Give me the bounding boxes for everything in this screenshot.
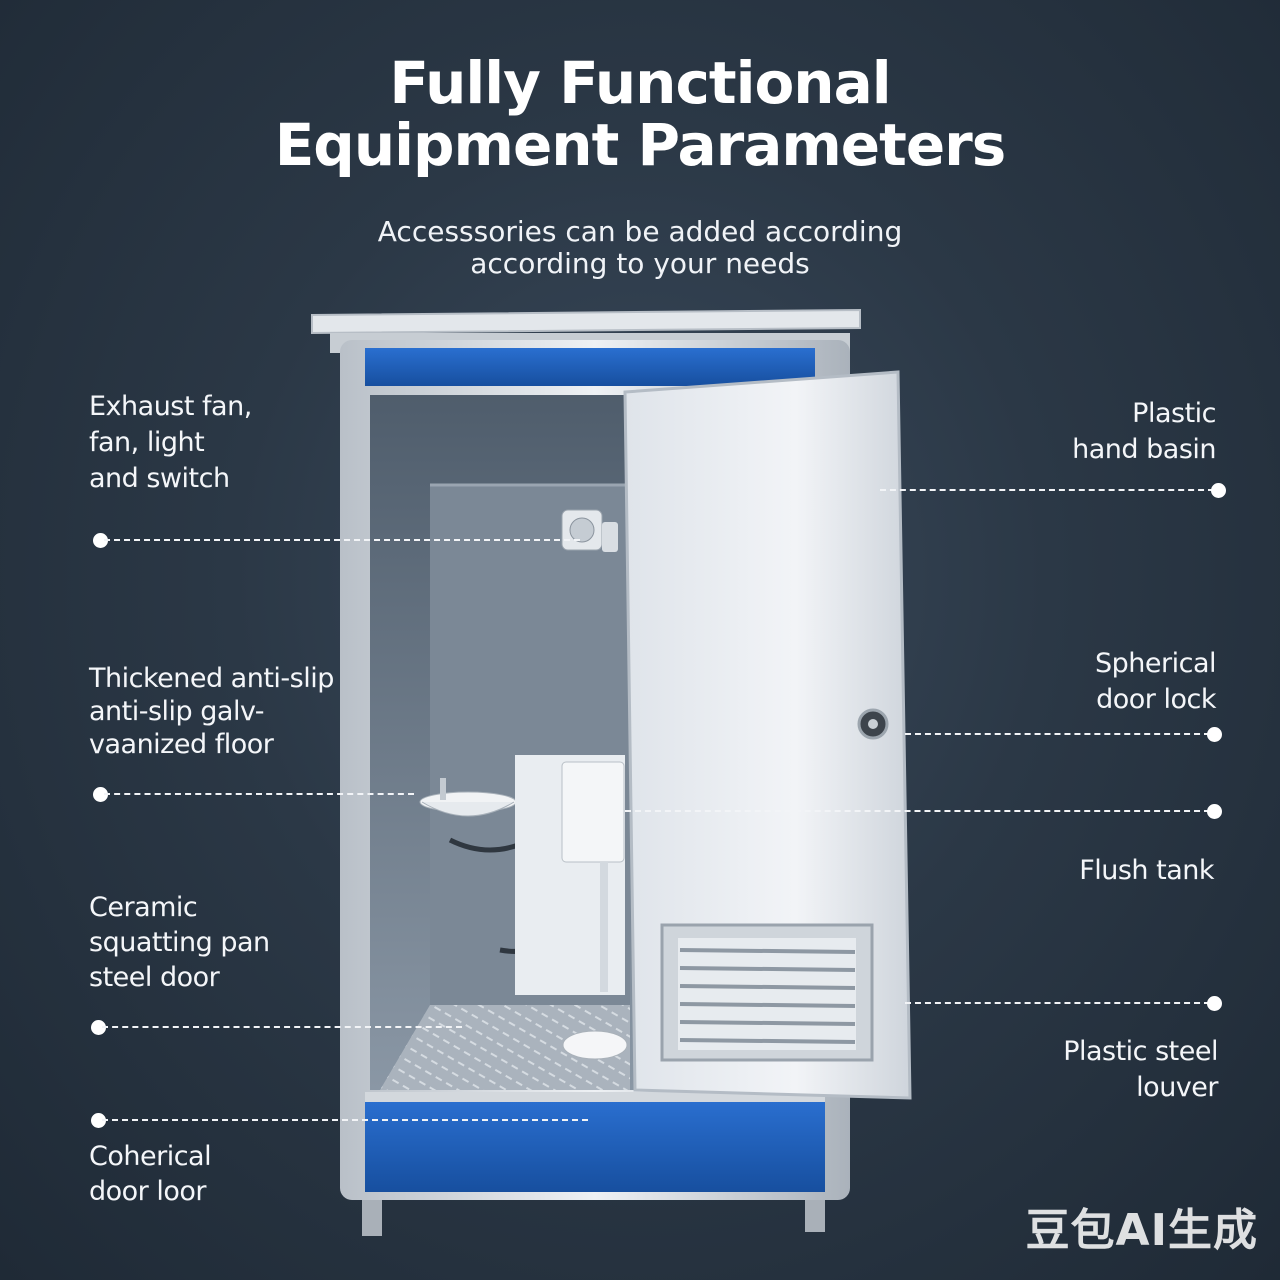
callout-line bbox=[102, 1119, 588, 1121]
label-line: fan, light bbox=[89, 427, 205, 458]
subtitle-line-1: Accesssories can be added according bbox=[377, 215, 903, 248]
callout-dot bbox=[92, 786, 108, 802]
label-line: door lock bbox=[1096, 684, 1216, 715]
label-line: steel door bbox=[89, 962, 220, 993]
portable-toilet-illustration bbox=[311, 308, 912, 1236]
label-line: and switch bbox=[89, 463, 230, 494]
callout-dot bbox=[90, 1112, 106, 1128]
label-line: Plastic steel bbox=[1063, 1036, 1218, 1067]
label-line: door loor bbox=[89, 1176, 207, 1207]
label-line: vaanized floor bbox=[89, 729, 274, 760]
label-line: louver bbox=[1136, 1072, 1218, 1103]
label-flush-tank: Flush tank bbox=[1079, 853, 1214, 889]
label-door-lock: Spherical door lock bbox=[1095, 646, 1217, 718]
subtitle-line-2: according to your needs bbox=[470, 247, 810, 280]
callout-dot bbox=[90, 1019, 106, 1035]
callout-line bbox=[104, 793, 414, 795]
label-line: Spherical bbox=[1095, 648, 1217, 679]
callout-dot bbox=[1206, 995, 1222, 1011]
callout-line bbox=[625, 810, 1210, 812]
louver-vent bbox=[660, 923, 874, 1062]
label-line: Exhaust fan, bbox=[89, 391, 252, 422]
watermark-text: 豆包AI生成 bbox=[1025, 1205, 1258, 1256]
callout-line bbox=[905, 733, 1210, 735]
callout-dot bbox=[1206, 726, 1222, 742]
label-line: Ceramic bbox=[89, 892, 198, 923]
callout-line bbox=[905, 1002, 1210, 1004]
label-line: Plastic bbox=[1132, 398, 1216, 429]
callout-line bbox=[880, 489, 1214, 491]
page-title-line-2: Equipment Parameters bbox=[274, 111, 1007, 179]
label-door-floor: Coherical door loor bbox=[89, 1139, 212, 1209]
label-line: anti-slip galv- bbox=[89, 696, 264, 727]
label-hand-basin: Plastic hand basin bbox=[1072, 396, 1216, 468]
label-anti-slip-floor: Thickened anti-slip anti-slip galv- vaan… bbox=[89, 662, 334, 761]
label-line: hand basin bbox=[1072, 434, 1216, 465]
label-exhaust-fan: Exhaust fan, fan, light and switch bbox=[89, 389, 252, 497]
label-louver: Plastic steel louver bbox=[1063, 1034, 1218, 1106]
callout-dot bbox=[1206, 803, 1222, 819]
callout-line bbox=[102, 1026, 462, 1028]
label-line: Flush tank bbox=[1079, 855, 1214, 886]
page-title-line-1: Fully Functional bbox=[389, 49, 891, 117]
flush-tank bbox=[561, 761, 625, 992]
label-line: squatting pan bbox=[89, 927, 270, 958]
label-squatting-pan: Ceramic squatting pan steel door bbox=[89, 890, 270, 995]
label-line: Thickened anti-slip bbox=[89, 663, 334, 694]
callout-line bbox=[104, 539, 580, 541]
label-line: Coherical bbox=[89, 1141, 212, 1172]
door-lock-icon bbox=[857, 708, 889, 740]
callout-dot bbox=[92, 532, 108, 548]
callout-dot bbox=[1210, 482, 1226, 498]
